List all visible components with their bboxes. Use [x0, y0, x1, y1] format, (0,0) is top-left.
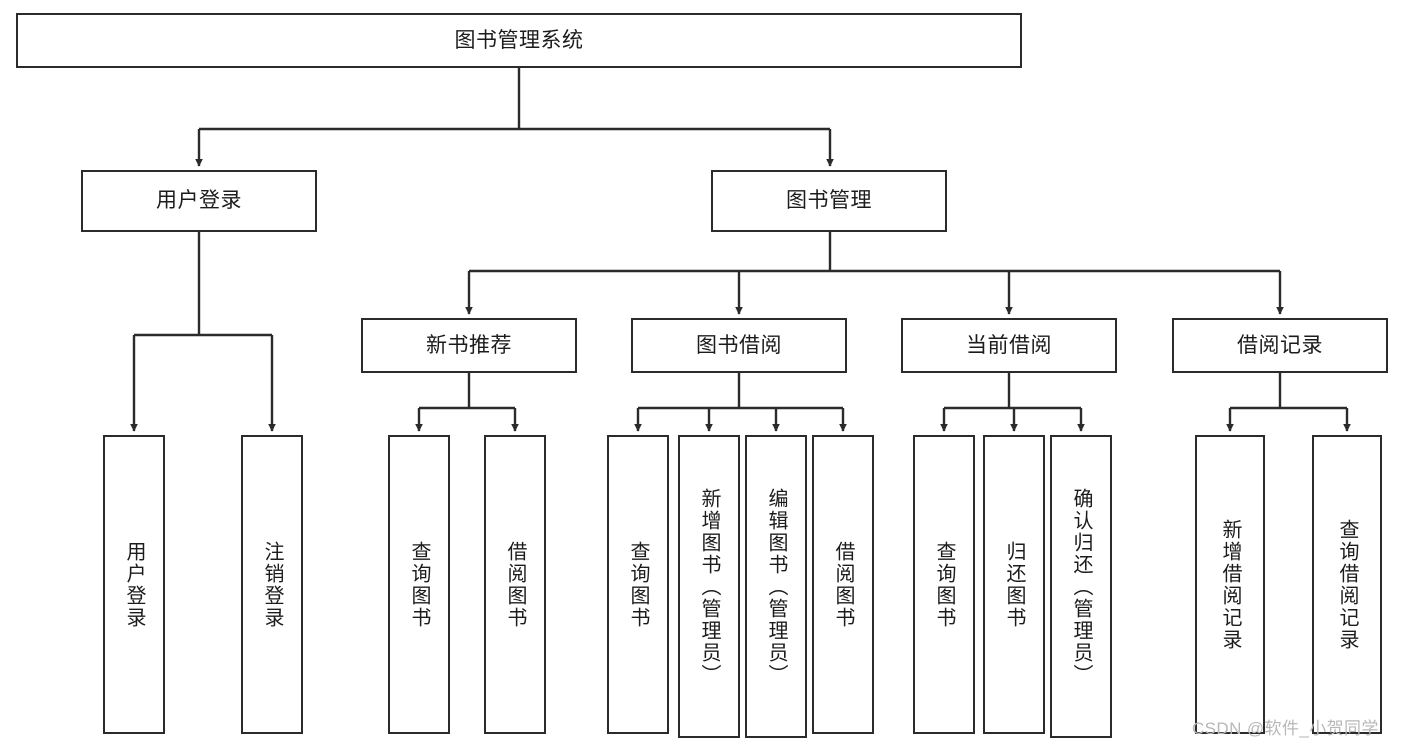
node-borrow-record-label: 借阅记录: [1237, 333, 1323, 357]
node-leaf-add-book-label: 新增图书（管理员）: [698, 487, 720, 686]
node-current-borrow[interactable]: 当前借阅: [901, 318, 1117, 373]
node-new-book-recommend-label: 新书推荐: [426, 333, 512, 357]
node-leaf-confirm-return-label: 确认归还（管理员）: [1070, 487, 1092, 686]
node-book-borrow[interactable]: 图书借阅: [631, 318, 847, 373]
node-leaf-borrow-book-1-label: 借阅图书: [504, 540, 526, 629]
node-root[interactable]: 图书管理系统: [16, 13, 1022, 68]
node-leaf-query-book-2[interactable]: 查询图书: [607, 435, 669, 734]
node-leaf-edit-book-label: 编辑图书（管理员）: [765, 487, 787, 686]
node-leaf-user-logout[interactable]: 注销登录: [241, 435, 303, 734]
node-leaf-user-logout-label: 注销登录: [261, 540, 283, 629]
node-leaf-add-record[interactable]: 新增借阅记录: [1195, 435, 1265, 734]
node-leaf-query-book-1-label: 查询图书: [408, 540, 430, 629]
node-leaf-borrow-book-2[interactable]: 借阅图书: [812, 435, 874, 734]
node-leaf-query-book-3[interactable]: 查询图书: [913, 435, 975, 734]
node-leaf-confirm-return[interactable]: 确认归还（管理员）: [1050, 435, 1112, 738]
node-leaf-query-record[interactable]: 查询借阅记录: [1312, 435, 1382, 734]
node-root-label: 图书管理系统: [454, 28, 584, 52]
node-leaf-return-book[interactable]: 归还图书: [983, 435, 1045, 734]
node-book-management-label: 图书管理: [786, 189, 872, 213]
node-current-borrow-label: 当前借阅: [966, 333, 1052, 357]
node-leaf-add-record-label: 新增借阅记录: [1219, 518, 1241, 651]
node-leaf-add-book[interactable]: 新增图书（管理员）: [678, 435, 740, 738]
node-leaf-query-book-1[interactable]: 查询图书: [388, 435, 450, 734]
node-book-borrow-label: 图书借阅: [696, 333, 782, 357]
node-leaf-query-book-2-label: 查询图书: [627, 540, 649, 629]
node-user-login-label: 用户登录: [156, 189, 242, 213]
node-leaf-query-book-3-label: 查询图书: [933, 540, 955, 629]
node-book-management[interactable]: 图书管理: [711, 170, 947, 232]
node-leaf-user-login[interactable]: 用户登录: [103, 435, 165, 734]
node-borrow-record[interactable]: 借阅记录: [1172, 318, 1388, 373]
node-leaf-borrow-book-1[interactable]: 借阅图书: [484, 435, 546, 734]
node-leaf-query-record-label: 查询借阅记录: [1336, 518, 1358, 651]
node-leaf-borrow-book-2-label: 借阅图书: [832, 540, 854, 629]
node-user-login[interactable]: 用户登录: [81, 170, 317, 232]
node-leaf-return-book-label: 归还图书: [1003, 540, 1025, 629]
node-new-book-recommend[interactable]: 新书推荐: [361, 318, 577, 373]
node-leaf-edit-book[interactable]: 编辑图书（管理员）: [745, 435, 807, 738]
node-leaf-user-login-label: 用户登录: [123, 540, 145, 629]
